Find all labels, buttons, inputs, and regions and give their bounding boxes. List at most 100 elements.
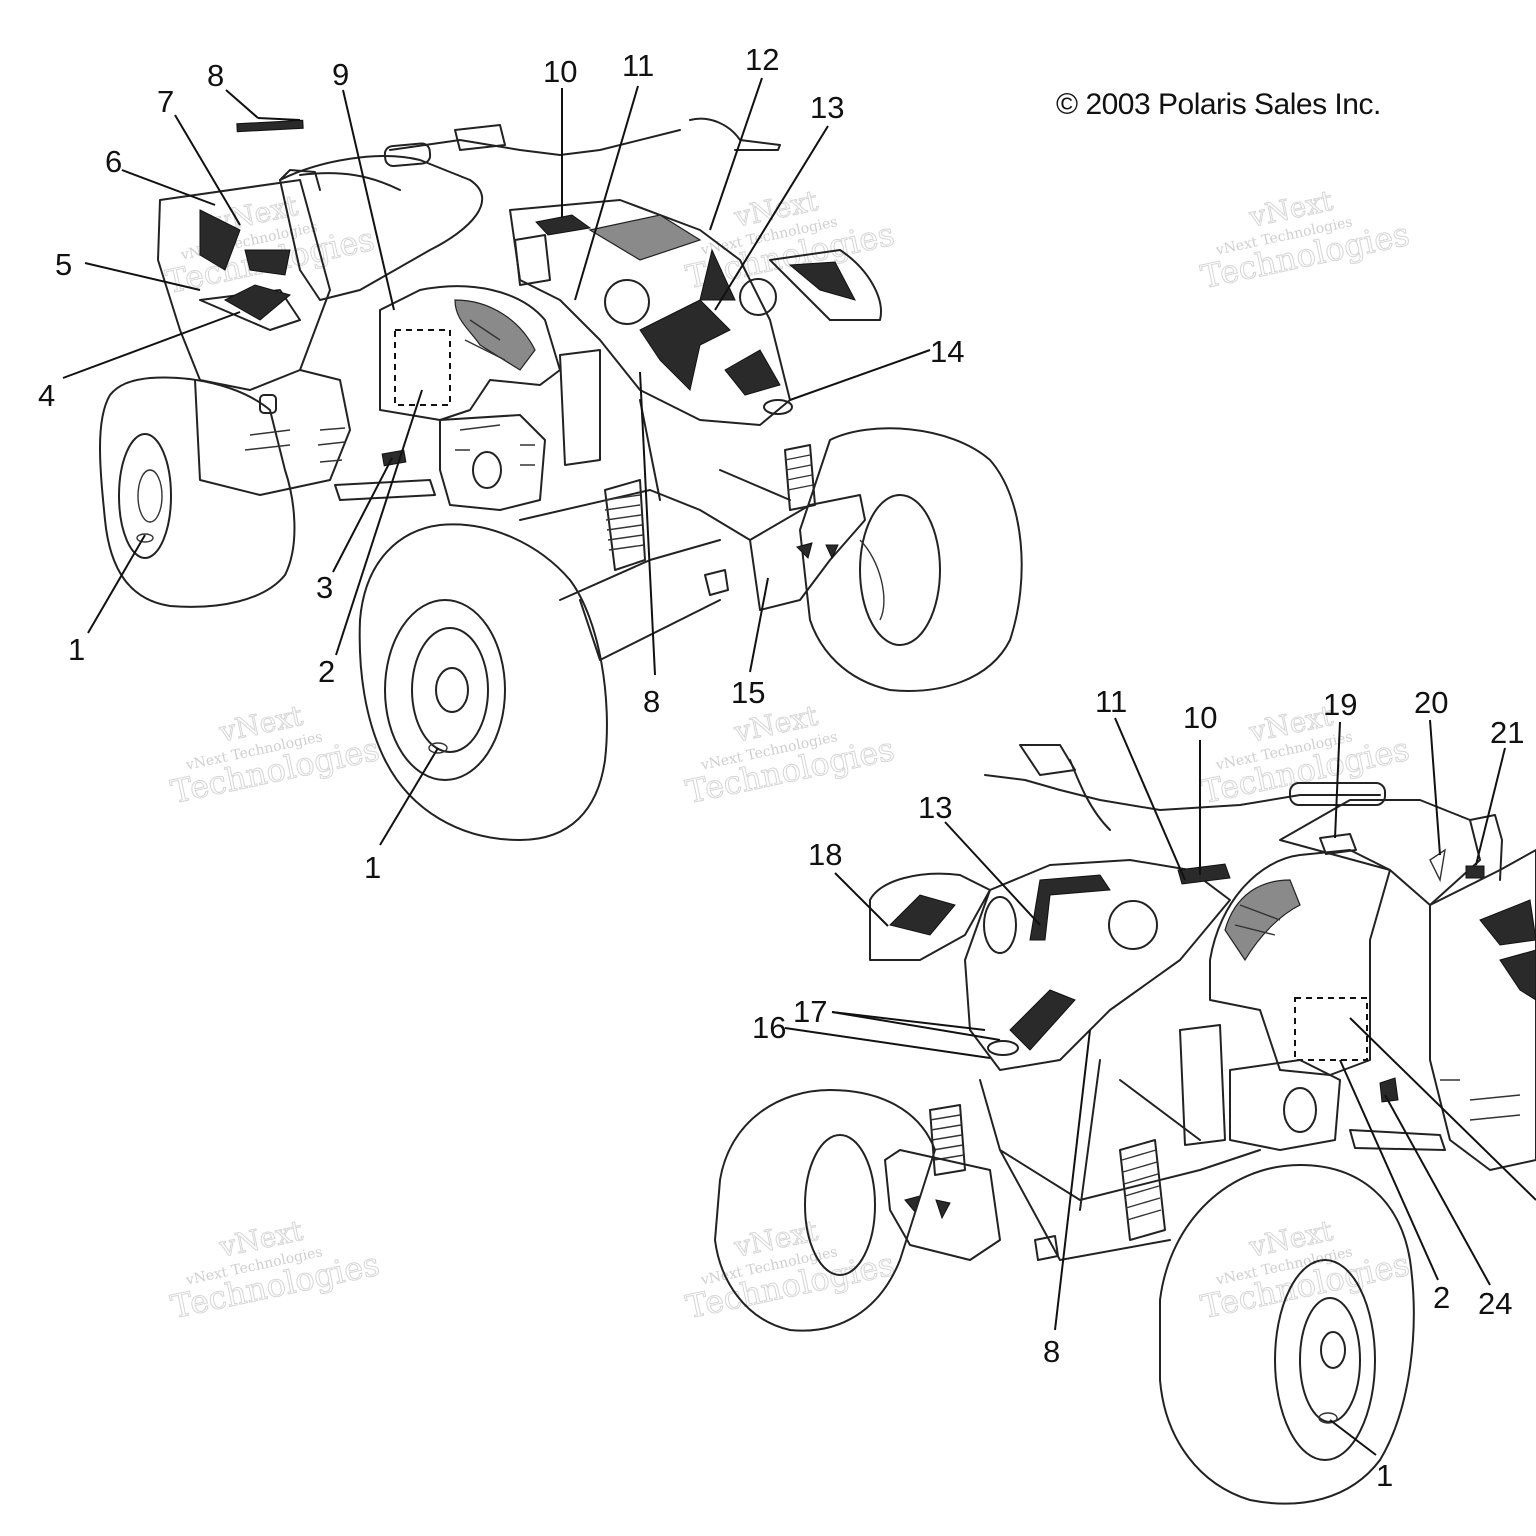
rear-rack xyxy=(279,169,321,191)
front-nose xyxy=(509,199,791,426)
callout-14: 14 xyxy=(930,334,964,369)
callout-24: 24 xyxy=(1478,1286,1512,1321)
callout-8: 8 xyxy=(643,684,660,719)
callout-3: 3 xyxy=(316,570,333,605)
front-wheel-left-bottom xyxy=(714,1089,936,1332)
handlebar xyxy=(389,129,681,156)
front-side-panel-bottom xyxy=(1209,849,1391,1076)
front-nose-bottom xyxy=(964,859,1231,1071)
engine-block xyxy=(439,414,546,511)
callout-13: 13 xyxy=(810,90,844,125)
front-wheel-left-hub xyxy=(435,667,469,713)
front-frame-bottom xyxy=(979,1059,1261,1261)
engine-block-bottom xyxy=(1229,1059,1341,1151)
shock-absorber-bottom-right xyxy=(1119,1139,1166,1241)
headlight-left-bottom xyxy=(983,896,1017,954)
nose-graphic xyxy=(639,299,731,391)
callout-1: 1 xyxy=(68,632,85,667)
tank-name-decal-bottom xyxy=(1177,863,1231,885)
rear-fender xyxy=(157,179,331,391)
callout-11: 11 xyxy=(1095,684,1127,719)
wheel-decal-1 xyxy=(136,533,154,543)
atv-front-right-illustration xyxy=(714,744,1536,1505)
rear-body-side xyxy=(194,369,351,496)
front-wheel-right xyxy=(799,427,1023,692)
headlight-right-bottom xyxy=(1108,900,1158,950)
tank-name-decal xyxy=(535,214,592,236)
footrest-bottom xyxy=(1349,1129,1446,1151)
rear-name-decal xyxy=(236,119,304,133)
callout-4: 4 xyxy=(38,378,55,413)
callout-19: 19 xyxy=(1323,687,1357,722)
panel-decal-dashed-bottom xyxy=(1294,997,1368,1061)
seat xyxy=(279,155,484,301)
callout-17: 17 xyxy=(793,994,827,1029)
front-wheel-left-rim xyxy=(384,599,506,781)
fuel-decal xyxy=(1319,833,1357,855)
front-wheel-left xyxy=(358,523,608,841)
front-fender-right xyxy=(769,249,882,321)
atv-front-left-illustration xyxy=(99,117,1023,841)
front-side-panel xyxy=(379,285,561,421)
rear-rack-bottom xyxy=(1469,814,1503,881)
callout-1: 1 xyxy=(364,850,381,885)
front-wheel-right-rim xyxy=(859,494,941,646)
side-panel-graphic-bottom xyxy=(1224,879,1301,962)
callout-16: 16 xyxy=(752,1010,786,1045)
callout-8: 8 xyxy=(1043,1334,1060,1369)
footwell-decal-bottom xyxy=(1379,1077,1399,1103)
front-wheel-right-bottom-rim xyxy=(1274,1259,1376,1461)
headlight-left xyxy=(604,279,650,325)
callout-1: 1 xyxy=(1376,1458,1393,1493)
front-bumper xyxy=(749,494,866,611)
callout-18: 18 xyxy=(808,837,842,872)
rear-fender-bottom xyxy=(1429,849,1536,1171)
callout-10: 10 xyxy=(543,54,577,89)
rear-wheel-cap xyxy=(137,469,163,523)
front-wheel-right-bottom xyxy=(1159,1164,1415,1505)
callout-numbers: 1 1 2 3 4 5 6 7 8 8 9 10 11 12 13 14 15 … xyxy=(38,42,1524,1493)
leader-lines xyxy=(62,77,1536,1456)
callout-20: 20 xyxy=(1414,685,1448,720)
rear-fender-graphic xyxy=(199,209,241,271)
callout-2: 2 xyxy=(1433,1280,1450,1315)
wheel-decal-1-bottom xyxy=(1318,1412,1338,1424)
callout-11: 11 xyxy=(622,48,654,83)
callout-9: 9 xyxy=(332,57,349,92)
side-panel-graphic xyxy=(454,299,536,371)
seat-bottom xyxy=(1279,799,1481,906)
rear-wheel-hub xyxy=(118,433,172,559)
panel-decal-dashed xyxy=(394,329,451,406)
footrest xyxy=(334,479,436,501)
callout-6: 6 xyxy=(105,144,122,179)
callout-12: 12 xyxy=(745,42,779,77)
front-bumper-bottom xyxy=(884,1149,1001,1261)
front-wheel-left-bottom-rim xyxy=(804,1134,876,1276)
callout-5: 5 xyxy=(55,247,72,282)
callout-7: 7 xyxy=(157,84,174,119)
callout-13: 13 xyxy=(918,790,952,825)
front-nose-emblem-bottom xyxy=(987,1040,1019,1056)
copyright-notice: © 2003 Polaris Sales Inc. xyxy=(1056,88,1381,121)
body-vent xyxy=(259,394,277,414)
front-frame xyxy=(519,399,791,661)
headlight-right xyxy=(739,278,777,316)
front-fender-left-bottom xyxy=(869,872,991,961)
rear-wheel-left xyxy=(99,376,296,608)
shock-absorber-left xyxy=(604,479,646,571)
rear-rack-decal xyxy=(1465,865,1485,879)
nose-graphic-bottom xyxy=(1029,874,1111,941)
callout-10: 10 xyxy=(1183,700,1217,735)
front-wheel-right-bottom-hub xyxy=(1320,1331,1346,1369)
footwell-decal xyxy=(381,449,407,467)
radiator-guard-bottom xyxy=(1179,1024,1226,1146)
callout-8: 8 xyxy=(207,58,224,93)
front-nose-emblem xyxy=(763,399,793,415)
callout-2: 2 xyxy=(318,654,335,689)
callout-21: 21 xyxy=(1490,715,1524,750)
callout-15: 15 xyxy=(731,675,765,710)
watermark-group: vNext vNext Technologies Technologies vN… xyxy=(162,183,1413,1326)
wheel-decal-1 xyxy=(428,742,448,754)
radiator-guard xyxy=(559,349,601,466)
